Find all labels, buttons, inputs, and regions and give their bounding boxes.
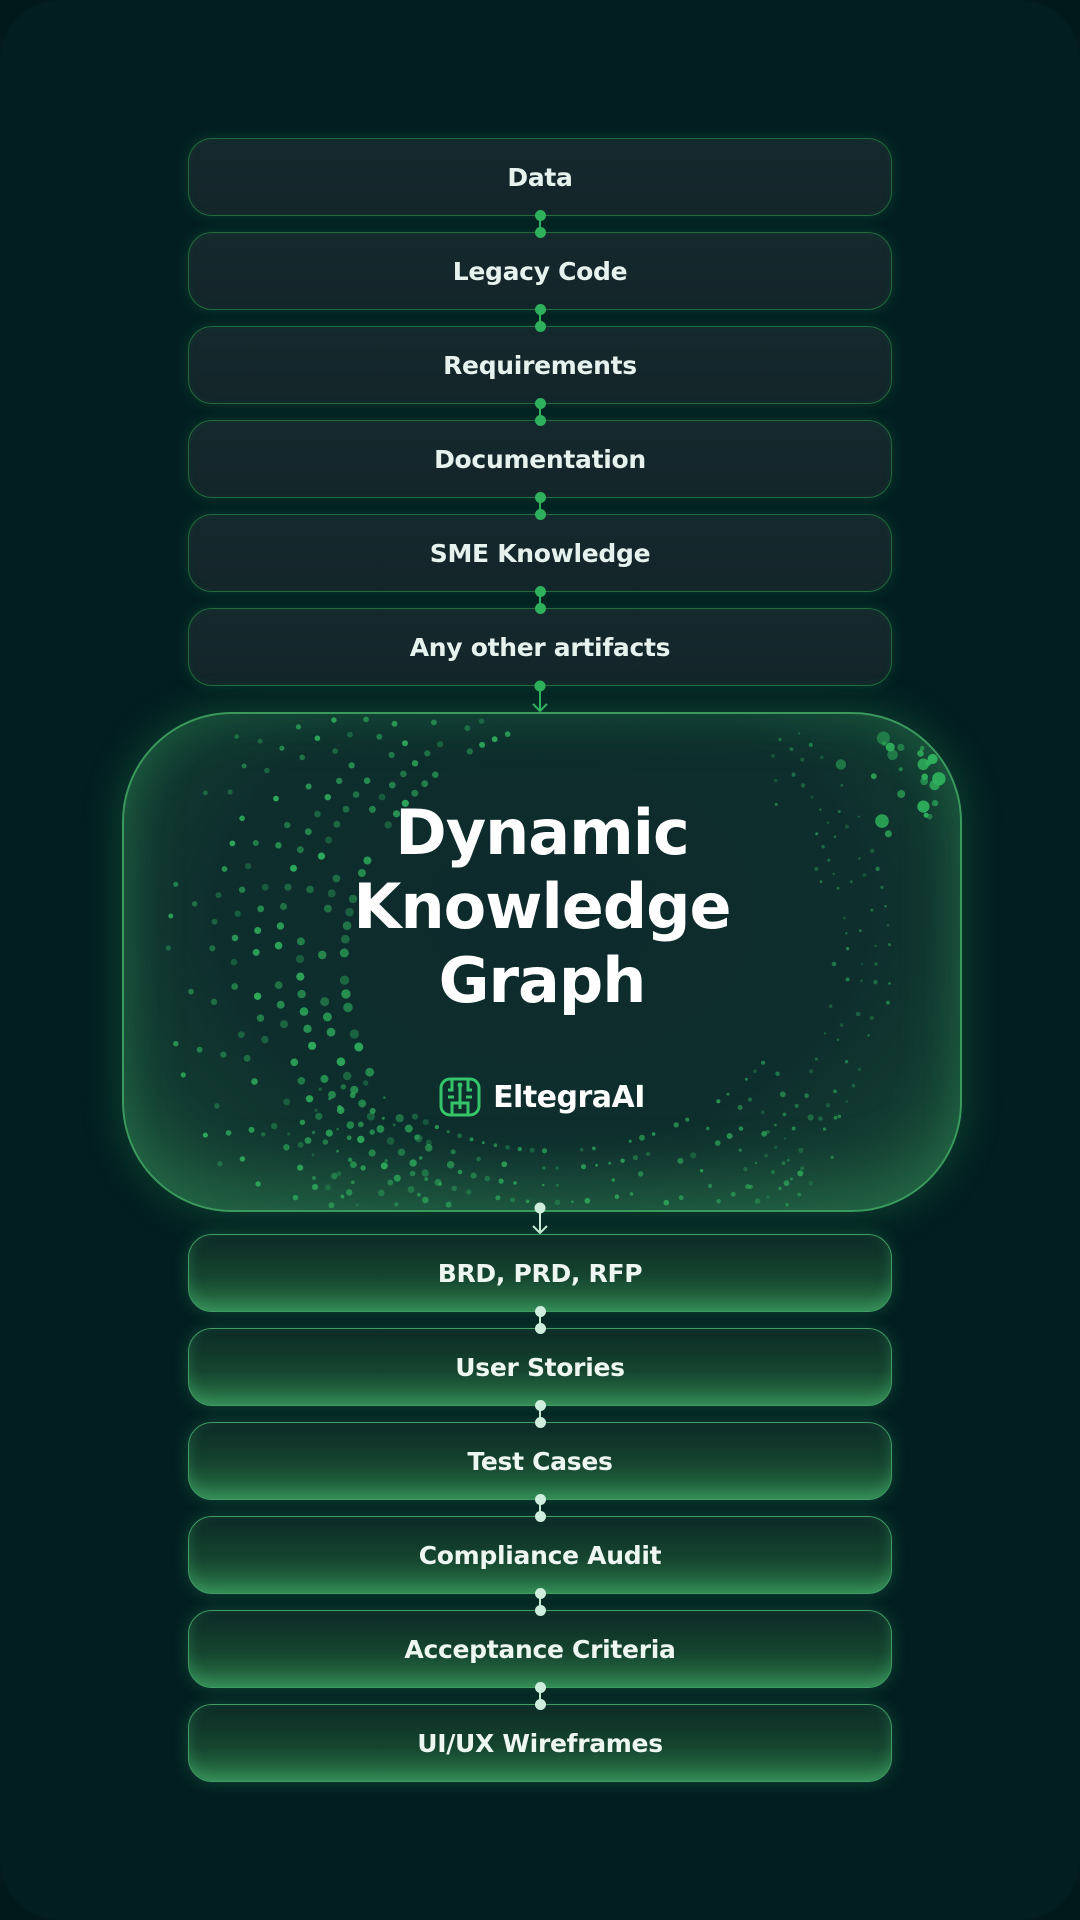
output-label: BRD, PRD, RFP	[437, 1258, 643, 1288]
dot-pattern-decoration	[165, 716, 950, 1209]
input-label: Legacy Code	[452, 256, 628, 286]
input-label: Data	[507, 162, 573, 192]
input-box-requirements: Requirements	[188, 326, 892, 404]
output-label: Acceptance Criteria	[404, 1634, 676, 1664]
input-box-legacy-code: Legacy Code	[188, 232, 892, 310]
hub-title-line: Knowledge	[353, 870, 731, 943]
output-label: UI/UX Wireframes	[417, 1728, 663, 1758]
arrow-down-icon	[532, 1202, 548, 1235]
input-box-sme-knowledge: SME Knowledge	[188, 514, 892, 592]
input-label: SME Knowledge	[429, 538, 651, 568]
hub-title: Dynamic Knowledge Graph	[124, 796, 960, 1018]
brand: EltegraAI	[124, 1076, 960, 1118]
output-label: Test Cases	[467, 1446, 613, 1476]
input-box-other-artifacts: Any other artifacts	[188, 608, 892, 686]
output-box-brd-prd-rfp: BRD, PRD, RFP	[188, 1234, 892, 1312]
output-label: User Stories	[455, 1352, 625, 1382]
input-box-data: Data	[188, 138, 892, 216]
brand-name: EltegraAI	[493, 1079, 645, 1115]
input-label: Any other artifacts	[409, 632, 671, 662]
arrow-down-icon	[532, 680, 548, 713]
output-box-test-cases: Test Cases	[188, 1422, 892, 1500]
output-box-user-stories: User Stories	[188, 1328, 892, 1406]
output-box-compliance-audit: Compliance Audit	[188, 1516, 892, 1594]
hub-title-line: Dynamic	[395, 796, 689, 869]
eltegra-logo-icon	[439, 1077, 481, 1117]
input-label: Documentation	[434, 444, 646, 474]
output-box-acceptance-criteria: Acceptance Criteria	[188, 1610, 892, 1688]
input-label: Requirements	[443, 350, 637, 380]
knowledge-graph-hub: Dynamic Knowledge Graph EltegraAI	[122, 712, 962, 1212]
output-box-ui-ux-wireframes: UI/UX Wireframes	[188, 1704, 892, 1782]
output-label: Compliance Audit	[418, 1540, 662, 1570]
hub-title-line: Graph	[438, 944, 647, 1017]
input-box-documentation: Documentation	[188, 420, 892, 498]
